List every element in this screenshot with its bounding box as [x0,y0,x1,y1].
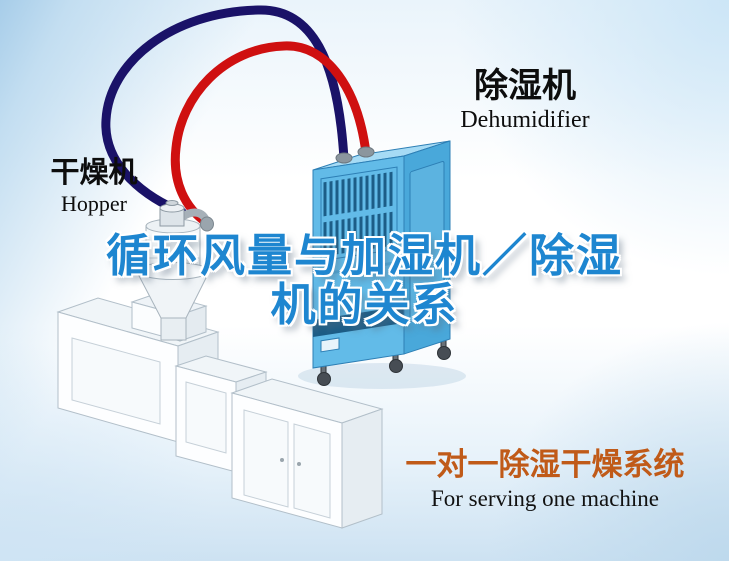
hopper-neck [160,315,187,341]
caster-wheel [437,346,451,360]
caption-cn: 一对一除湿干燥系统 [405,447,685,482]
label-plate [320,337,340,353]
dehumidifier-unit-illustration [298,140,466,389]
hopper-label-cn: 干燥机 [50,157,138,189]
bottom-vent-band [313,305,404,337]
vent-grille-upper [323,171,393,217]
page-title-line1: 循环风量与加湿机／除湿 [105,230,623,281]
vent-grille-lower [323,211,393,257]
hopper-top-assembly [159,200,214,232]
caster-wheel [389,359,403,373]
door-handle [413,231,417,250]
hose-cuff-red [357,146,375,158]
hopper-label-en: Hopper [61,190,127,216]
cabinet-door-right [293,423,331,519]
hopper-cap-knob [165,200,179,206]
door-handle-dot [297,462,301,466]
caster-wheels [317,339,451,386]
page-title-line2: 机的关系 [270,278,459,330]
door-handle-dot [280,458,284,462]
extruder-machine-illustration [56,292,384,529]
caster-wheel [317,372,331,386]
hose-cuff-navy [335,152,353,164]
hopper-label: 干燥机 Hopper [30,157,158,216]
hose-connectors [335,146,375,164]
caption-en: For serving one machine [430,486,660,512]
cabinet-side-face [341,408,383,529]
page-title: 循环风量与加湿机／除湿 机的关系 [0,230,729,330]
housing-panel [71,337,161,425]
middle-door-panel [185,381,227,454]
side-door [409,160,445,323]
unit-shadow [298,363,466,389]
vent-grille-frame [320,166,398,262]
dehumidifier-label: 除湿机 Dehumidifier [430,67,620,134]
caption: 一对一除湿干燥系统 For serving one machine [378,447,712,512]
red-supply-pipe [170,41,371,228]
cabinet-door-left [243,409,289,508]
dehumidifier-front-face [312,155,405,369]
hopper-dryer-illustration [136,218,210,341]
dehumidifier-label-en: Dehumidifier [460,107,590,134]
dehumidifier-side-face [403,140,451,355]
navy-return-pipe [101,5,349,217]
machine-right-cabinet [230,378,384,529]
dehumidifier-label-cn: 除湿机 [474,67,576,105]
door-vents [416,294,438,315]
hopper-flange [136,262,210,280]
hose-cuff-hopper [200,216,214,232]
front-groove [313,259,404,277]
